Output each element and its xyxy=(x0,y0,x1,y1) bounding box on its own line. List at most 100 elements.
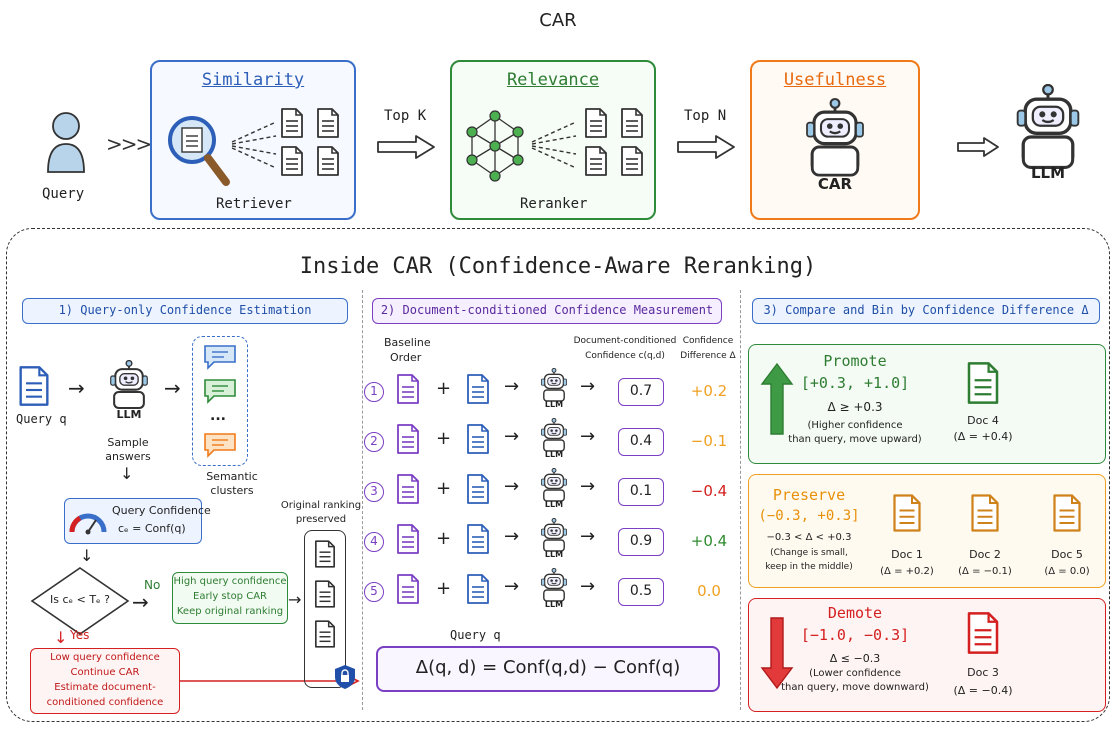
doc-4-icon xyxy=(966,362,1000,404)
section1-header xyxy=(22,298,348,324)
doc-icon xyxy=(280,146,304,176)
low-confidence-line: Continue CAR xyxy=(70,667,140,678)
preserve-range: (−0.3, +0.3] xyxy=(758,508,860,524)
query-confidence-box xyxy=(64,498,202,544)
baseline-line: Baseline xyxy=(384,336,431,349)
doc-2-name: Doc 2 xyxy=(969,548,1001,561)
query-confidence-title: Query Confidence xyxy=(112,504,211,517)
arrow-down-icon: ↓ xyxy=(54,628,68,647)
similarity-heading: Similarity xyxy=(201,70,305,90)
confidence-delta: +0.4 xyxy=(690,532,728,550)
rank-number: 1 xyxy=(364,382,384,402)
doc-1-icon xyxy=(892,494,922,532)
query-label: Query xyxy=(42,186,85,202)
promote-bin xyxy=(748,344,1106,464)
sample-answers-line: answers xyxy=(105,450,151,463)
preserve-title: Preserve xyxy=(772,486,846,504)
page-title: CAR xyxy=(539,10,577,31)
confidence-value: 0.1 xyxy=(618,478,664,506)
confidence-delta: 0.0 xyxy=(697,582,721,600)
confidence-value: 0.7 xyxy=(618,378,664,406)
section2-header-text: 2) Document-conditioned Confidence Measu… xyxy=(380,303,714,317)
doc-icon xyxy=(314,540,336,568)
query-q-label: Query q xyxy=(16,412,67,426)
docconf-line: Confidence c(q,d) xyxy=(585,351,665,361)
doc-icon xyxy=(396,574,420,604)
semantic-clusters-line: clusters xyxy=(210,484,254,497)
demote-bin xyxy=(748,598,1106,712)
doc-3-name: Doc 3 xyxy=(967,666,999,679)
doc-3-delta: (Δ = −0.4) xyxy=(953,684,1013,697)
query-doc-icon xyxy=(466,524,490,554)
chat-bubble-icon xyxy=(204,379,236,404)
arrow-icon: → xyxy=(580,476,596,497)
doc-5-delta: (Δ = 0.0) xyxy=(1044,566,1090,577)
retrieved-lines xyxy=(231,121,277,169)
clusters-box xyxy=(192,336,248,466)
query-doc-icon xyxy=(466,474,490,504)
llm-label: LLM xyxy=(544,500,564,509)
arrow-icon: → xyxy=(504,526,520,547)
query-doc-icon xyxy=(466,424,490,454)
plus-icon: + xyxy=(436,528,452,549)
doc-1-name: Doc 1 xyxy=(891,548,923,561)
chevrons-icon: >>> xyxy=(106,132,152,156)
doc-icon xyxy=(584,146,608,176)
preserve-rule: −0.3 < Δ < +0.3 xyxy=(766,532,852,543)
rank-number: 3 xyxy=(364,482,384,502)
inside-car-frame xyxy=(6,228,1110,722)
arrow-icon: → xyxy=(580,526,596,547)
doc-icon xyxy=(620,108,644,138)
section3-header-text: 3) Compare and Bin by Confidence Differe… xyxy=(763,303,1089,317)
confidence-delta: −0.4 xyxy=(690,482,728,500)
sample-answers-line: Sample xyxy=(107,436,149,449)
doc-2-icon xyxy=(970,494,1000,532)
inside-car-title: Inside CAR (Confidence-Aware Reranking) xyxy=(299,254,817,279)
reranked-lines xyxy=(531,121,577,169)
arrow-icon: → xyxy=(132,590,149,614)
confidence-delta: −0.1 xyxy=(690,432,728,450)
promote-rule: Δ ≥ +0.3 xyxy=(827,400,883,414)
confdiff-line: Confidence xyxy=(682,336,734,346)
demote-note: than query, move downward) xyxy=(781,682,929,693)
divider xyxy=(362,290,363,710)
gauge-icon xyxy=(69,513,107,535)
relevance-heading: Relevance xyxy=(506,70,600,90)
promote-title: Promote xyxy=(823,352,887,370)
confdiff-line: Difference Δ xyxy=(680,351,736,361)
doc-icon xyxy=(396,424,420,454)
arrow-right-icon: → xyxy=(288,590,302,609)
doc-3-icon xyxy=(966,612,1000,654)
preserve-bin xyxy=(748,474,1106,588)
docconf-line: Document-conditioned xyxy=(573,336,677,346)
llm-label: LLM xyxy=(544,450,564,459)
high-confidence-box xyxy=(172,572,288,624)
decision-diamond xyxy=(30,567,130,635)
arrow-down-icon xyxy=(760,617,794,690)
topn-label: Top N xyxy=(684,108,727,124)
confidence-delta: +0.2 xyxy=(690,382,728,400)
preserve-note: keep in the middle) xyxy=(765,562,853,572)
arrow-icon: → xyxy=(580,426,596,447)
yes-label: Yes xyxy=(70,628,90,642)
magnifier-icon xyxy=(168,116,230,186)
high-confidence-line: Keep original ranking xyxy=(176,606,284,617)
retriever-caption: Retriever xyxy=(216,196,292,212)
arrow-icon: → xyxy=(580,376,596,397)
rank-number: 5 xyxy=(364,582,384,602)
user-icon xyxy=(47,112,85,173)
llm-label: LLM xyxy=(116,408,142,421)
chat-bubble-icon xyxy=(204,433,236,458)
plus-icon: + xyxy=(436,478,452,499)
llm-label: LLM xyxy=(544,550,564,559)
llm-robot-label: LLM xyxy=(1030,164,1066,182)
doc-icon xyxy=(620,146,644,176)
doc-4-name: Doc 4 xyxy=(967,414,999,427)
ellipsis: ... xyxy=(210,408,226,424)
arrow-right-icon xyxy=(377,135,435,159)
arrow-icon: → xyxy=(68,376,85,400)
demote-range: [−1.0, −0.3] xyxy=(800,626,910,644)
plus-icon: + xyxy=(436,578,452,599)
arrow-right-icon xyxy=(957,137,999,157)
baseline-line: Order xyxy=(390,351,422,364)
